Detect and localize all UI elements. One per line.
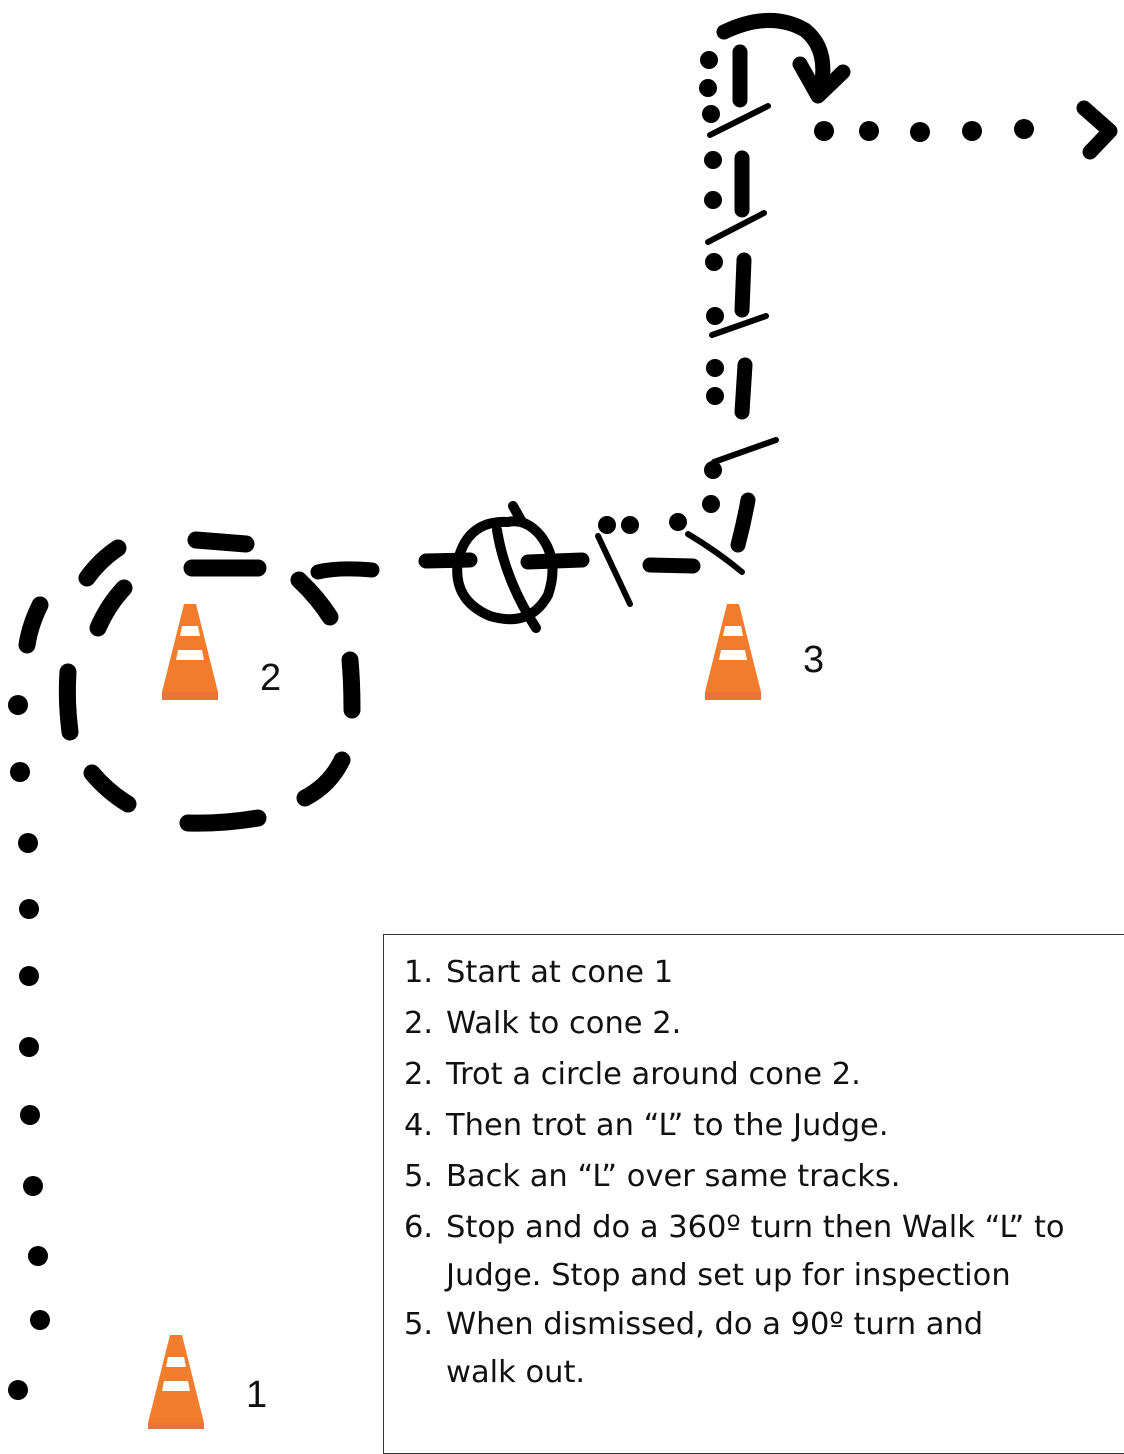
- back-path-dots: [598, 51, 724, 534]
- cone-3: 3: [705, 604, 824, 700]
- step-number: 5.: [404, 1299, 446, 1350]
- cone-label: 3: [803, 639, 824, 681]
- cone-label: 1: [246, 1374, 267, 1416]
- step-number: 1.: [404, 947, 446, 998]
- instruction-step: 1.Start at cone 1: [404, 947, 1124, 998]
- cone-2: 2: [162, 604, 281, 700]
- instruction-step: 2.Trot a circle around cone 2.: [404, 1049, 1124, 1100]
- step-text: Back an “L” over same tracks.: [446, 1159, 900, 1194]
- walk-path-dots-left: [8, 695, 50, 1400]
- instruction-step-continued: Judge. Stop and set up for inspection: [404, 1253, 1124, 1299]
- step-text: Judge. Stop and set up for inspection: [446, 1258, 1011, 1293]
- instruction-step-continued: walk out.: [404, 1350, 1124, 1396]
- cone-1: 1: [148, 1335, 267, 1429]
- step-number: 2.: [404, 998, 446, 1049]
- trot-l-dashes: [318, 52, 748, 572]
- traffic-cone-icon: [162, 604, 218, 700]
- step-text: Trot a circle around cone 2.: [446, 1057, 861, 1092]
- walk-out-arrowhead: [1084, 108, 1110, 152]
- instructions-list: 1.Start at cone 1 2.Walk to cone 2. 2.Tr…: [404, 947, 1124, 1396]
- traffic-cone-icon: [148, 1335, 204, 1429]
- instruction-step: 5.Back an “L” over same tracks.: [404, 1151, 1124, 1202]
- step-number: 2.: [404, 1049, 446, 1100]
- instruction-step: 5.When dismissed, do a 90º turn and: [404, 1299, 1124, 1350]
- step-text: Stop and do a 360º turn then Walk “L” to: [446, 1210, 1065, 1245]
- step-text: When dismissed, do a 90º turn and: [446, 1307, 983, 1342]
- instructions-box: 1.Start at cone 1 2.Walk to cone 2. 2.Tr…: [383, 934, 1124, 1454]
- instruction-step: 4.Then trot an “L” to the Judge.: [404, 1100, 1124, 1151]
- walk-out-dots: [814, 119, 1034, 142]
- step-number: 6.: [404, 1202, 446, 1253]
- step-text: Start at cone 1: [446, 955, 673, 990]
- step-text: walk out.: [446, 1355, 585, 1390]
- traffic-cone-icon: [705, 604, 761, 700]
- step-text: Walk to cone 2.: [446, 1006, 681, 1041]
- instruction-step: 6.Stop and do a 360º turn then Walk “L” …: [404, 1202, 1124, 1253]
- step-number: 4.: [404, 1100, 446, 1151]
- step-number: 5.: [404, 1151, 446, 1202]
- instruction-step: 2.Walk to cone 2.: [404, 998, 1124, 1049]
- cone-label: 2: [260, 657, 281, 699]
- step-text: Then trot an “L” to the Judge.: [446, 1108, 889, 1143]
